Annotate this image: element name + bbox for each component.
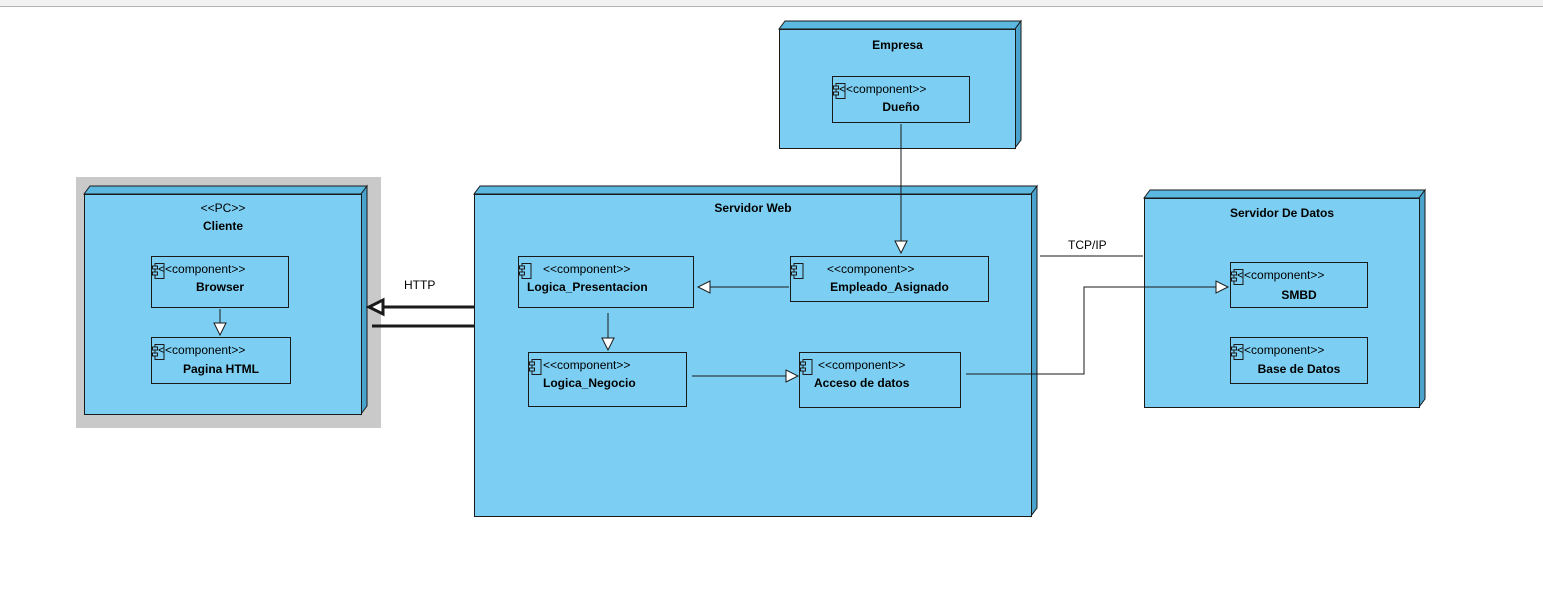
component-pagina-html[interactable]: <<component>> Pagina HTML bbox=[151, 337, 291, 384]
component-icon bbox=[1231, 269, 1244, 285]
servidor-datos-title: Servidor De Datos bbox=[1229, 206, 1335, 220]
logica-presentacion-name: Logica_Presentacion bbox=[527, 280, 648, 294]
pagina-html-stereotype: <<component>> bbox=[158, 343, 246, 357]
toolbar-edge bbox=[0, 0, 1543, 7]
logica-presentacion-stereotype: <<component>> bbox=[543, 262, 631, 276]
component-dueno[interactable]: <<component>> Dueño bbox=[832, 76, 970, 123]
component-icon bbox=[1231, 344, 1244, 360]
component-acceso-datos[interactable]: <<component>> Acceso de datos bbox=[799, 352, 961, 408]
component-icon bbox=[519, 263, 532, 279]
smbd-name: SMBD bbox=[1281, 288, 1317, 302]
pagina-html-name: Pagina HTML bbox=[182, 362, 259, 376]
component-smbd[interactable]: <<component>> SMBD bbox=[1230, 262, 1368, 308]
dueno-stereotype: <<component>> bbox=[839, 82, 927, 96]
acceso-to-smbd-arrowhead bbox=[1215, 280, 1230, 294]
component-logica-negocio[interactable]: <<component>> Logica_Negocio bbox=[528, 352, 687, 407]
acceso-datos-stereotype: <<component>> bbox=[818, 358, 906, 372]
logica-negocio-name: Logica_Negocio bbox=[543, 376, 636, 390]
acceso-datos-name: Acceso de datos bbox=[814, 376, 910, 390]
component-base-datos[interactable]: <<component>> Base de Datos bbox=[1230, 337, 1368, 384]
browser-name: Browser bbox=[195, 280, 245, 294]
negocio-to-acceso-arrowhead bbox=[785, 369, 800, 383]
browser-to-pagina-arrowhead bbox=[213, 322, 227, 337]
smbd-stereotype: <<component>> bbox=[1237, 268, 1325, 282]
component-icon bbox=[800, 359, 813, 375]
acceso-to-smbd-line bbox=[966, 286, 1216, 375]
node-empresa[interactable]: Empresa bbox=[779, 29, 1016, 149]
cliente-stereotype: <<PC>> bbox=[200, 201, 246, 215]
logica-negocio-stereotype: <<component>> bbox=[543, 358, 631, 372]
component-icon bbox=[833, 83, 846, 99]
base-datos-stereotype: <<component>> bbox=[1237, 343, 1325, 357]
component-icon bbox=[791, 263, 804, 279]
component-icon bbox=[152, 263, 165, 279]
component-icon bbox=[152, 344, 165, 360]
empleado-asignado-name: Empleado_Asignado bbox=[830, 280, 949, 294]
tcpip-label: TCP/IP bbox=[1068, 238, 1107, 252]
http-arrowhead bbox=[365, 297, 385, 317]
component-browser[interactable]: <<component>> Browser bbox=[151, 256, 289, 308]
component-logica-presentacion[interactable]: <<component>> Logica_Presentacion bbox=[518, 256, 694, 308]
presentacion-to-negocio-arrowhead bbox=[601, 337, 615, 352]
servidor-web-title: Servidor Web bbox=[714, 201, 792, 215]
component-empleado-asignado[interactable]: <<component>> Empleado_Asignado bbox=[790, 256, 989, 302]
http-label: HTTP bbox=[404, 278, 436, 292]
browser-stereotype: <<component>> bbox=[158, 262, 246, 276]
dueno-to-empleado-arrowhead bbox=[894, 240, 908, 255]
component-icon bbox=[529, 359, 542, 375]
dueno-name: Dueño bbox=[882, 100, 920, 114]
empleado-asignado-stereotype: <<component>> bbox=[827, 262, 915, 276]
empleado-to-presentacion-arrowhead bbox=[696, 280, 711, 294]
empresa-title: Empresa bbox=[872, 38, 923, 52]
base-datos-name: Base de Datos bbox=[1257, 362, 1341, 376]
cliente-title: Cliente bbox=[202, 219, 243, 233]
